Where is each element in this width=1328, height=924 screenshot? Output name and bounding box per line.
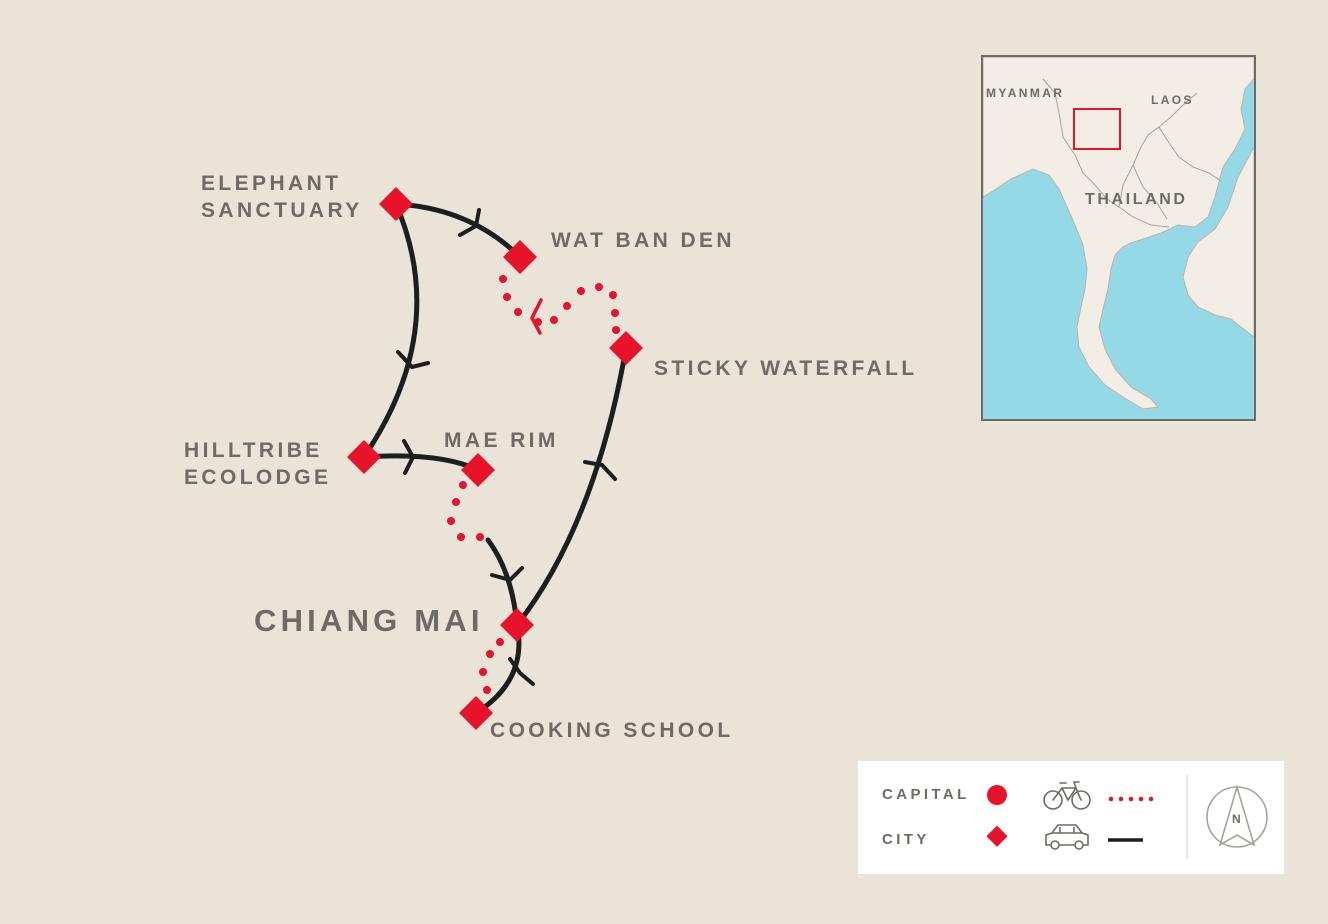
city-marker-icon xyxy=(986,825,1008,847)
inset-label-thailand: THAILAND xyxy=(1085,191,1188,208)
route-arrow xyxy=(402,439,416,475)
route-arrow xyxy=(396,350,430,370)
label-wat-ban-den: WAT BAN DEN xyxy=(551,229,736,252)
compass-icon xyxy=(1206,784,1268,848)
city-marker-elephant-sanctuary[interactable] xyxy=(379,187,413,221)
inset-label-myanmar: MYANMAR xyxy=(986,86,1065,100)
bike-route-arrow xyxy=(530,298,543,335)
bicycle-icon xyxy=(1043,781,1091,810)
route-chiang-mai-sticky-waterfall xyxy=(514,345,629,628)
map-legend: CAPITAL CITY N xyxy=(858,761,1284,874)
route-elephant-sanctuary-hilltribe-ecolodge xyxy=(361,201,420,460)
route-mae-rim-chiang-mai xyxy=(485,537,520,628)
label-hilltribe-ecolodge: HILLTRIBE ECOLODGE xyxy=(184,439,332,489)
route-arrow xyxy=(490,566,524,583)
city-marker-hilltribe-ecolodge[interactable] xyxy=(347,440,381,474)
city-marker-sticky-waterfall[interactable] xyxy=(609,331,643,365)
inset-indochina-land xyxy=(1182,146,1254,338)
legend-city-label: CITY xyxy=(882,831,930,848)
label-sticky-waterfall: STICKY WATERFALL xyxy=(654,357,918,380)
label-elephant-sanctuary: ELEPHANT SANCTUARY xyxy=(201,172,363,222)
city-marker-cooking-school[interactable] xyxy=(459,696,493,730)
route-arrow xyxy=(583,460,617,481)
capital-marker-icon xyxy=(987,785,1007,805)
car-icon xyxy=(1045,824,1089,850)
inset-highlight-box xyxy=(1073,108,1121,150)
inset-borders xyxy=(1042,78,1222,228)
label-cooking-school: COOKING SCHOOL xyxy=(490,719,734,742)
compass-letter: N xyxy=(1232,812,1241,826)
inset-land xyxy=(983,57,1254,410)
inset-locator-map: MYANMAR LAOS THAILAND xyxy=(981,55,1256,421)
route-hilltribe-ecolodge-mae-rim xyxy=(361,453,481,473)
route-arrow xyxy=(508,657,535,686)
city-marker-wat-ban-den[interactable] xyxy=(503,240,537,274)
city-marker-mae-rim[interactable] xyxy=(461,453,495,487)
city-marker-chiang-mai[interactable] xyxy=(500,608,534,642)
label-mae-rim: MAE RIM xyxy=(444,429,559,452)
label-chiang-mai: CHIANG MAI xyxy=(254,603,484,638)
legend-capital-label: CAPITAL xyxy=(882,786,970,803)
route-arrow xyxy=(458,208,481,237)
inset-label-laos: LAOS xyxy=(1151,93,1194,107)
route-wat-ban-den-elephant-sanctuary xyxy=(393,201,523,260)
